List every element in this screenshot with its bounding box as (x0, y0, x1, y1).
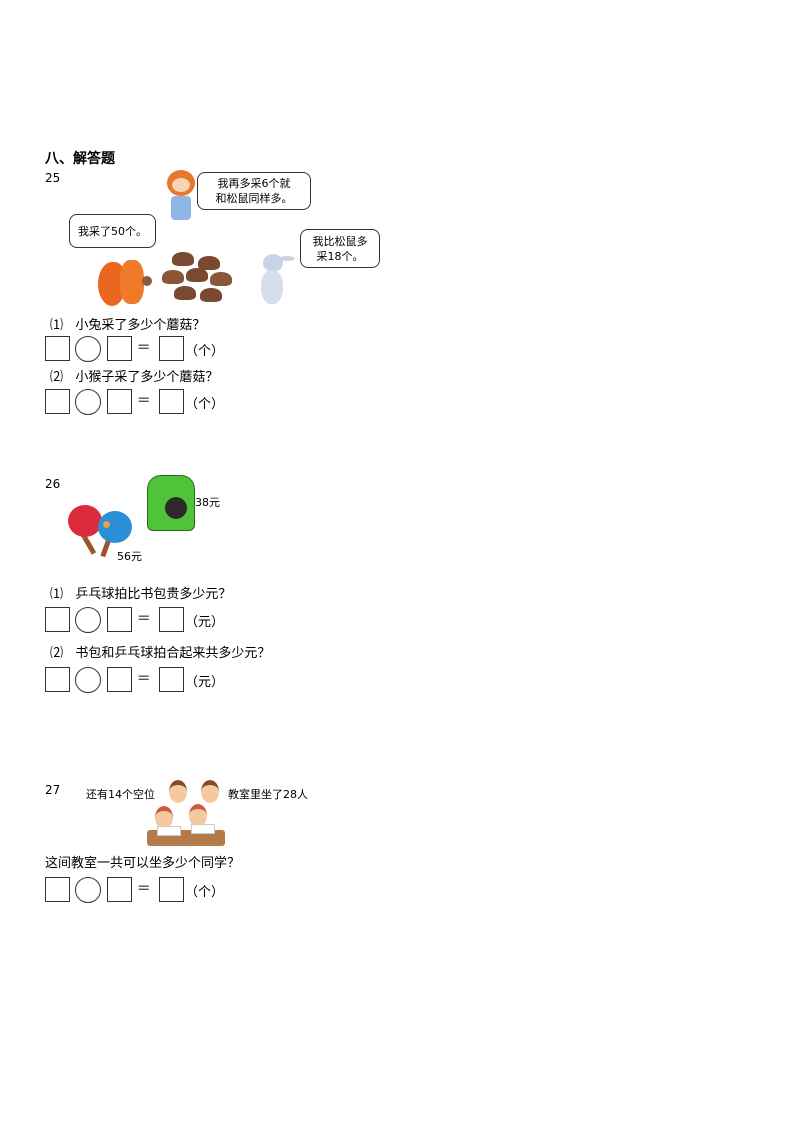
sub-text: 小猴子采了多少个蘑菇？ (75, 370, 219, 385)
unit-label: （个） (185, 344, 225, 359)
operator-circle[interactable] (75, 877, 101, 903)
speech-line: 采18个。 (316, 249, 364, 263)
classroom-illustration (145, 778, 227, 848)
sub-question-25-1: ⑴ 小兔采了多少个蘑菇？ (50, 314, 205, 333)
monkey-illustration (163, 170, 199, 228)
operator-circle[interactable] (75, 607, 101, 633)
equals-sign: = (137, 878, 151, 897)
speech-line: 我再多采6个就 (217, 177, 291, 190)
operator-circle[interactable] (75, 667, 101, 693)
answer-box[interactable] (159, 336, 184, 361)
answer-box[interactable] (159, 877, 184, 902)
equals-sign: = (137, 390, 151, 409)
sub-index: ⑵ (50, 370, 64, 385)
sub-question-25-2: ⑵ 小猴子采了多少个蘑菇？ (50, 366, 218, 385)
answer-box[interactable] (107, 336, 132, 361)
question-number-26: 26 (45, 477, 61, 491)
answer-box[interactable] (107, 389, 132, 414)
sub-index: ⑴ (50, 318, 64, 333)
squirrel-speech-bubble: 我采了50个。 (69, 214, 156, 248)
sub-index: ⑴ (50, 587, 64, 602)
operator-circle[interactable] (75, 389, 101, 415)
sub-index: ⑵ (50, 646, 64, 661)
equals-sign: = (137, 608, 151, 627)
sub-text: 小兔采了多少个蘑菇？ (75, 318, 206, 333)
answer-box[interactable] (107, 667, 132, 692)
unit-label: （个） (185, 885, 225, 900)
paddle-price: 56元 (117, 550, 142, 563)
rabbit-illustration (257, 252, 295, 306)
speech-line: 和松鼠同样多。 (215, 192, 293, 205)
answer-box[interactable] (45, 607, 70, 632)
answer-box[interactable] (45, 667, 70, 692)
backpack-price: 38元 (195, 496, 220, 509)
sub-question-26-2: ⑵ 书包和乒乓球拍合起来共多少元？ (50, 642, 270, 661)
sub-question-26-1: ⑴ 乒乓球拍比书包贵多少元？ (50, 583, 231, 602)
sub-text: 书包和乒乓球拍合起来共多少元？ (75, 646, 271, 661)
mushrooms-illustration (160, 250, 236, 305)
monkey-speech-bubble: 我再多采6个就和松鼠同样多。 (197, 172, 311, 210)
equals-sign: = (137, 668, 151, 687)
answer-box[interactable] (159, 389, 184, 414)
answer-box[interactable] (45, 336, 70, 361)
unit-label: （个） (185, 397, 225, 412)
speech-line: 我比松鼠多 (312, 234, 368, 248)
equals-sign: = (137, 337, 151, 356)
answer-box[interactable] (107, 877, 132, 902)
answer-box[interactable] (45, 389, 70, 414)
answer-box[interactable] (159, 667, 184, 692)
backpack-illustration (147, 471, 195, 531)
section-title: 八、解答题 (45, 151, 115, 167)
ping-pong-paddles-illustration (68, 505, 134, 558)
operator-circle[interactable] (75, 336, 101, 362)
answer-box[interactable] (107, 607, 132, 632)
rabbit-speech-bubble: 我比松鼠多采18个。 (300, 229, 380, 268)
sub-text: 乒乓球拍比书包贵多少元？ (75, 587, 232, 602)
question-number-27: 27 (45, 783, 61, 797)
answer-box[interactable] (159, 607, 184, 632)
empty-seats-label: 还有14个空位 (86, 788, 155, 801)
seated-label: 教室里坐了28人 (228, 788, 308, 801)
unit-label: （元） (185, 615, 225, 630)
question-number-25: 25 (45, 171, 61, 185)
answer-box[interactable] (45, 877, 70, 902)
unit-label: （元） (185, 675, 225, 690)
question-27-text: 这间教室一共可以坐多少个同学？ (45, 856, 241, 871)
squirrel-illustration (98, 252, 156, 308)
speech-line: 我采了50个。 (78, 224, 147, 238)
